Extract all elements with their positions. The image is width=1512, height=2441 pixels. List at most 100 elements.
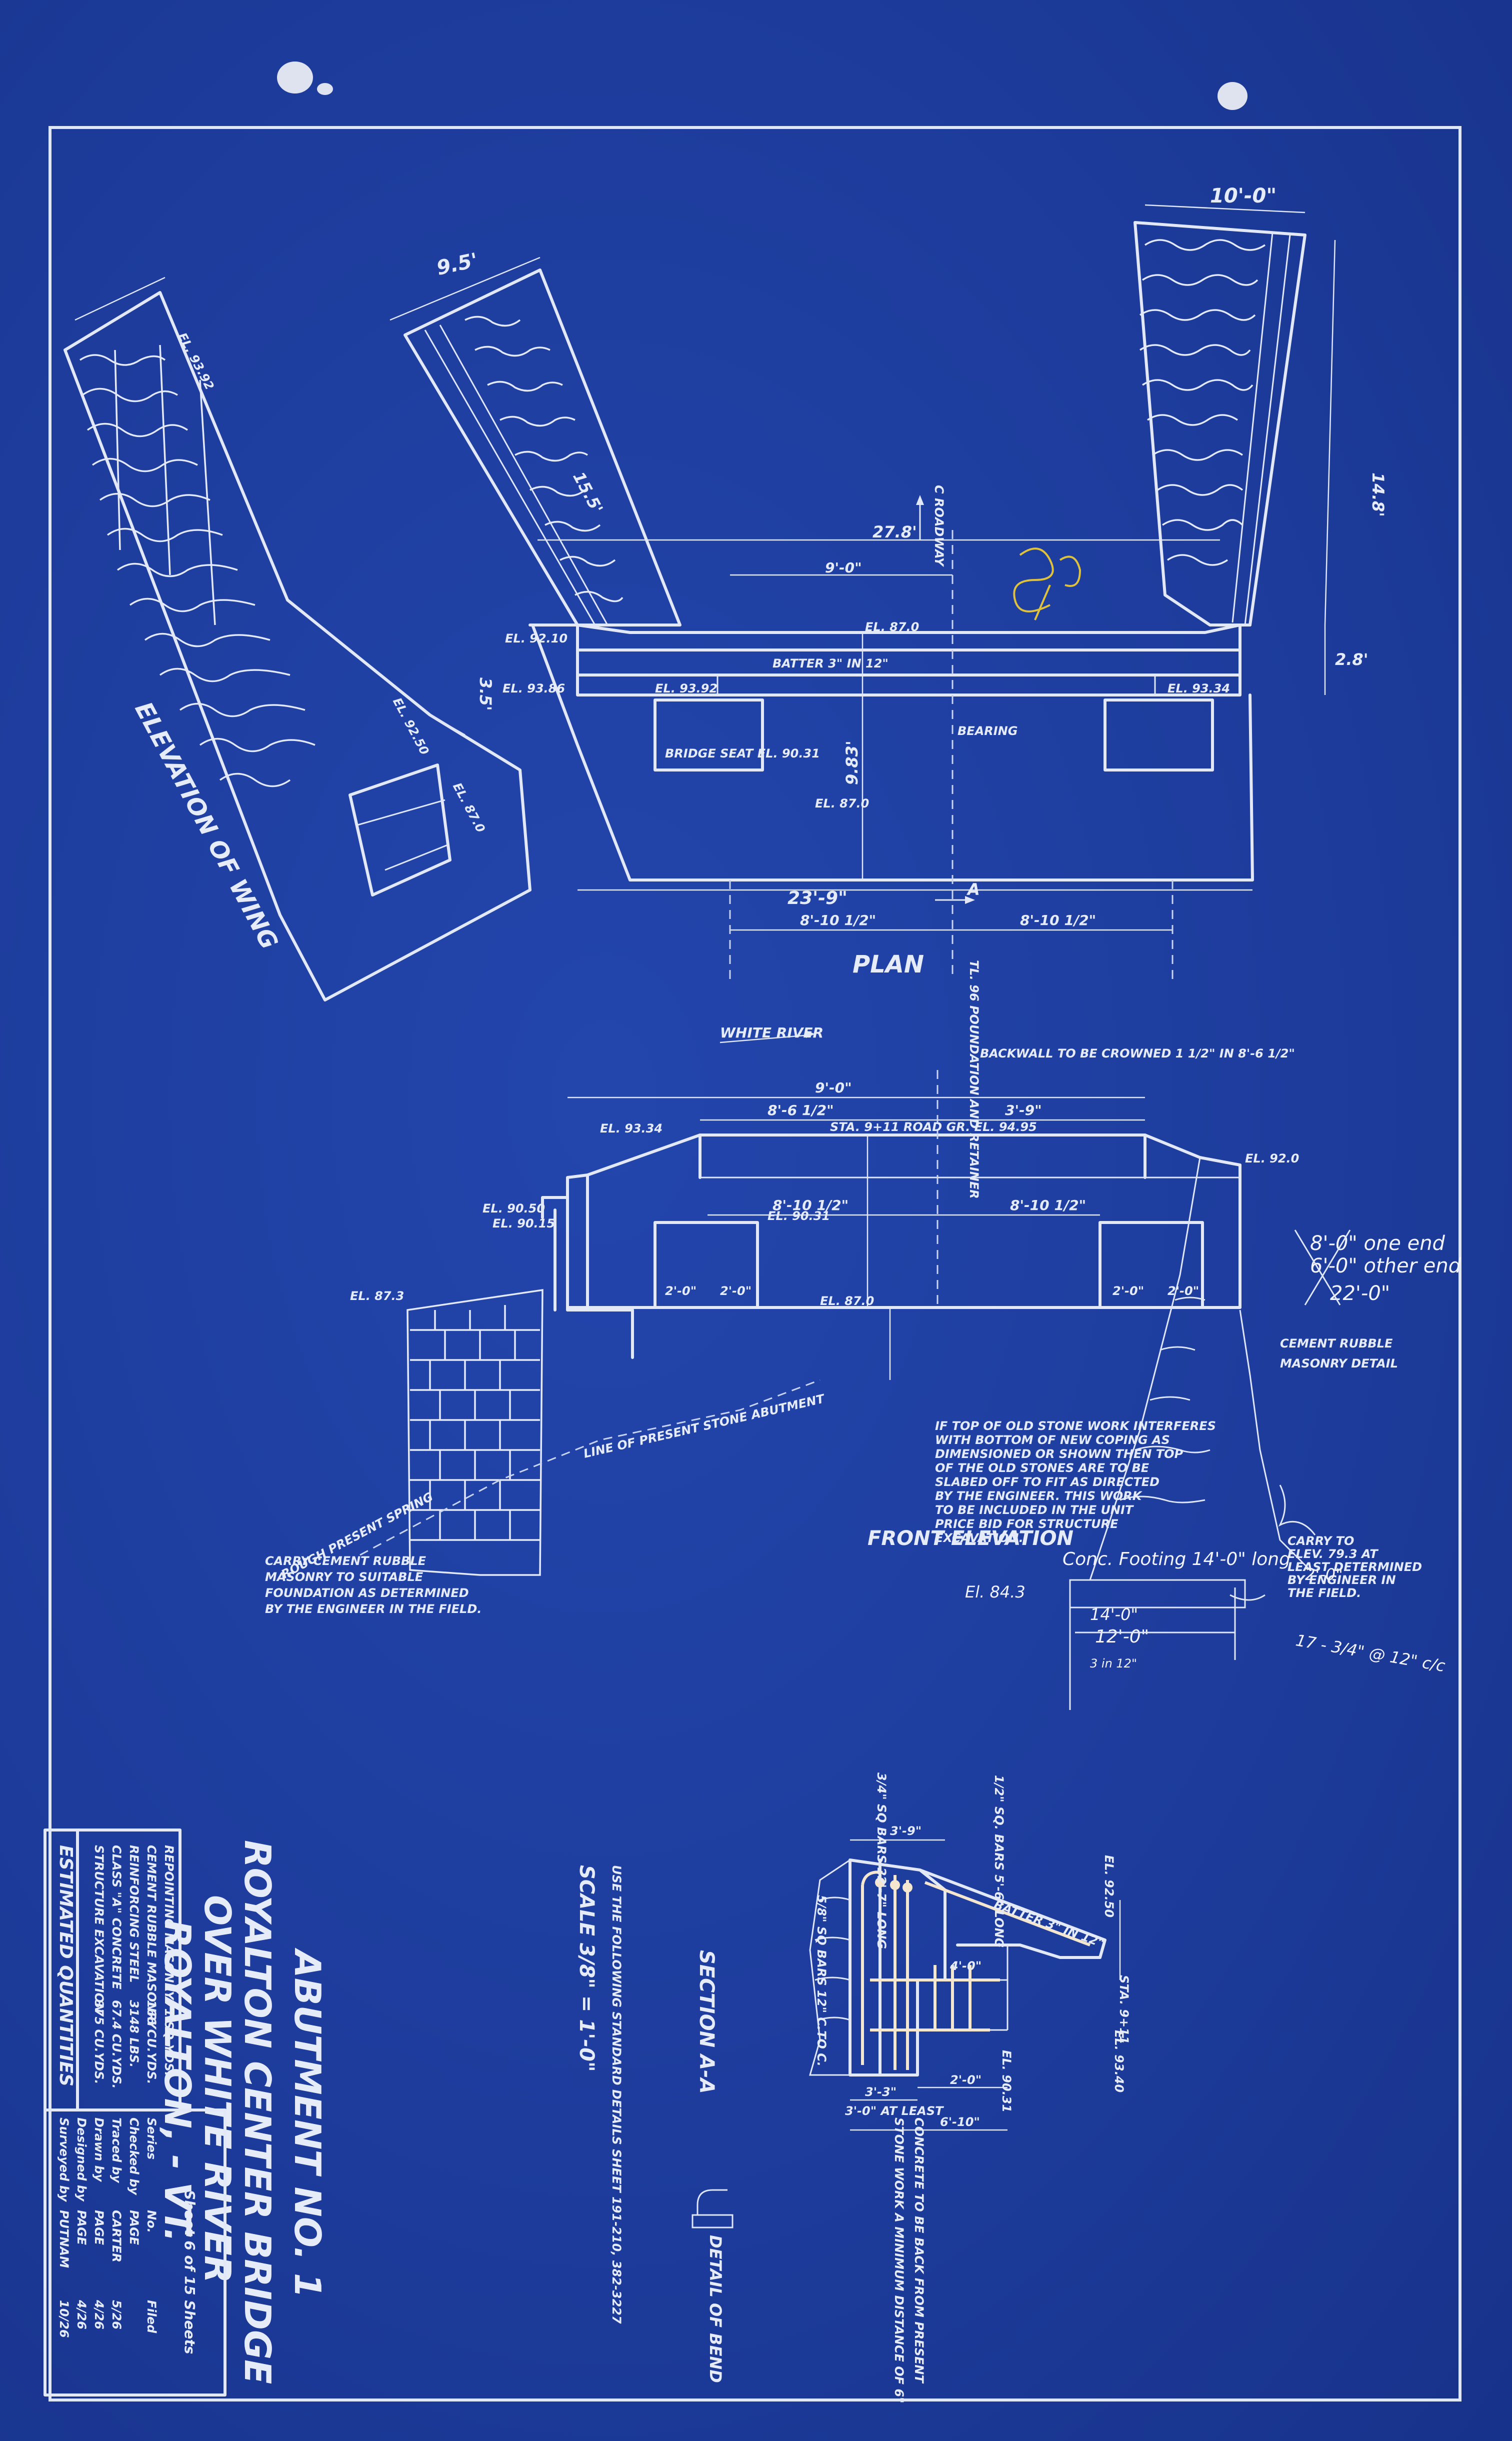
front-elevation-view: WHITE RIVER BACKWALL TO BE CROWNED 1 1/2…: [265, 1024, 1422, 1616]
tb-label: Drawn by: [92, 2118, 106, 2182]
tb-label: Designed by: [74, 2118, 88, 2202]
tb-date: 5/26: [110, 2300, 124, 2330]
plan-title: PLAN: [852, 950, 924, 978]
section-title: SECTION A-A: [695, 1950, 718, 2094]
section-dim-3-3: 3'-3": [865, 2085, 896, 2099]
section-el-90-31: EL. 90.31: [1000, 2050, 1014, 2112]
plan-dim-10-0: 10'-0": [1210, 184, 1276, 208]
plan-el-93-92: EL. 93.92: [655, 682, 718, 696]
plan-view: 23'-9" 27.8' 9'-0" 8'-10 1/2" 8'-10 1/2"…: [390, 184, 1388, 1199]
section-batter: BATTER 3" IN 12": [992, 1898, 1106, 1950]
standard-details-note: USE THE FOLLOWING STANDARD DETAILS SHEET…: [610, 1865, 624, 2324]
section-concrete-note-1: CONCRETE TO BE BACK FROM PRESENT: [912, 2118, 926, 2384]
plan-dim-9-5: 9.5': [434, 249, 480, 280]
detail-of-bend-title: DETAIL OF BEND: [706, 2235, 725, 2383]
section-dim-4: 4'-0": [950, 1959, 982, 1973]
qty-item: REINFORCING STEEL: [127, 1845, 141, 1983]
tb-label: Series: [144, 2118, 158, 2160]
title-line-4: ROYALTON, - VT.: [156, 1920, 198, 2242]
sheet-border: [48, 126, 1462, 2402]
tb-name: PUTNAM: [57, 2210, 71, 2268]
mounting-holes: [277, 62, 1248, 110]
plan-dim-8-10-right: 8'-10 1/2": [1020, 912, 1096, 928]
tb-name: PAGE: [92, 2210, 106, 2246]
qty-item: CLASS "A" CONCRETE: [110, 1845, 124, 1990]
stone-note-line: IF TOP OF OLD STONE WORK INTERFERES: [935, 1419, 1216, 1433]
section-bars-1: 3/4" SQ BARS 22'-7" LONG: [874, 1772, 888, 1949]
elev-el-90-50: EL. 90.50: [482, 1202, 545, 1216]
carry-note-2: ELEV. 79.3 AT: [1288, 1547, 1378, 1561]
elev-el-93-34: EL. 93.34: [600, 1122, 662, 1136]
title-line-1: ABUTMENT NO. 1: [286, 1948, 328, 2298]
plan-el-93-86: EL. 93.86: [502, 682, 565, 696]
qty-value: 166 CU.YDS.: [144, 2000, 158, 2084]
hw-footing: Conc. Footing 14'-0" long: [1062, 1549, 1290, 1570]
elev-el-87-3: EL. 87.3: [350, 1289, 404, 1303]
carry-note-3: LEAST DETERMINED: [1288, 1560, 1422, 1574]
elev-el-90-15: EL. 90.15: [492, 1216, 555, 1230]
carry-note-1: CARRY TO: [1288, 1534, 1354, 1548]
rebar: [861, 1870, 1091, 2070]
plan-roadway-cl: C ROADWAY: [932, 485, 946, 568]
wing-elevation-title: ELEVATION OF WING: [129, 698, 283, 954]
stone-note-line: TO BE INCLUDED IN THE UNIT: [935, 1503, 1134, 1517]
stone-note-line: DIMENSIONED OR SHOWN THEN TOP: [935, 1447, 1184, 1461]
tb-date: 10/26: [57, 2300, 71, 2338]
stone-note-line: EXCAVATION.: [935, 1531, 1024, 1545]
section-dim-2-0: 2'-0": [950, 2073, 982, 2087]
plan-dim-9-0: 9'-0": [825, 560, 862, 576]
plan-el-87-b: EL. 87.0: [865, 620, 919, 634]
elev-el-92-0: EL. 92.0: [1245, 1152, 1299, 1166]
elev-dim-3-9: 3'-9": [1005, 1102, 1042, 1118]
tb-name: CARTER: [110, 2210, 124, 2262]
present-stone-line: LINE OF PRESENT STONE ABUTMENT: [582, 1392, 826, 1461]
wing-el-87: EL. 87.0: [450, 780, 488, 835]
section-el-92-50: EL. 92.50: [1102, 1855, 1116, 1918]
wing-el-92-50: EL. 92.50: [390, 696, 432, 758]
hw-22-0: 22'-0": [1330, 1282, 1390, 1305]
plan-dim-3-5: 3.5': [476, 678, 495, 710]
elev-el-87-0: EL. 87.0: [820, 1294, 874, 1308]
qty-item: CEMENT RUBBLE MASONRY: [144, 1845, 158, 2030]
plan-el-87-a: EL. 87.0: [815, 796, 869, 810]
hw-6-0: 6'-0" other end: [1310, 1254, 1462, 1278]
carry-note-5: THE FIELD.: [1288, 1586, 1361, 1600]
stone-note-line: SLABED OFF TO FIT AS DIRECTED: [935, 1475, 1160, 1489]
elev-dim-8-10-b: 8'-10 1/2": [1010, 1197, 1086, 1214]
hw-3-in-12: 3 in 12": [1090, 1656, 1137, 1670]
hw-8-0: 8'-0" one end: [1310, 1232, 1446, 1255]
qty-value: 67.4 CU.YDS.: [110, 2000, 124, 2089]
elev-dim-9-0: 9'-0": [815, 1080, 852, 1096]
rubble-note-4: BY THE ENGINEER IN THE FIELD.: [265, 1602, 482, 1616]
plan-dim-9-83: 9.83': [842, 740, 862, 785]
scale-note: SCALE 3/8" = 1'-0": [575, 1865, 598, 2072]
qty-value: 71 SQ.YDS.: [162, 2000, 176, 2076]
tb-name: PAGE: [127, 2210, 141, 2246]
white-river-label: WHITE RIVER: [720, 1024, 824, 1041]
section-aa-view: BATTER 3" IN 12" STA. 9+11 EL. 93.40 EL.…: [695, 1772, 1131, 2404]
front-elevation-title: FRONT ELEVATION: [868, 1527, 1074, 1550]
elev-el-90-31: EL. 90.31: [768, 1209, 830, 1223]
rubble-note-3: FOUNDATION AS DETERMINED: [265, 1586, 469, 1600]
title-line-2: ROYALTON CENTER BRIDGE: [236, 1840, 278, 2384]
tb-date: 4/26: [92, 2300, 106, 2330]
stone-note-line: BY THE ENGINEER. THIS WORK: [935, 1489, 1143, 1503]
qty-item: STRUCTURE EXCAVATION: [92, 1845, 106, 2013]
title-block: Surveyed by PUTNAM 10/26 Designed by PAG…: [44, 2108, 226, 2396]
stone-note: IF TOP OF OLD STONE WORK INTERFERES WITH…: [935, 1419, 1216, 1545]
sheet-title: ABUTMENT NO. 1 ROYALTON CENTER BRIDGE OV…: [156, 1840, 328, 2384]
elev-dim-8-10-a: 8'-10 1/2": [772, 1197, 848, 1214]
tb-name: No.: [144, 2210, 158, 2233]
plan-roadway-note: TL. 96 POUNDATION AND RETAINER: [967, 960, 981, 1199]
plan-dim-14-8: 14.8': [1368, 472, 1388, 517]
elev-dim-2-0-c: 2'-0": [1112, 1284, 1144, 1298]
cement-rubble-2: MASONRY DETAIL: [1280, 1356, 1398, 1370]
estimated-quantities: ESTIMATED QUANTITIES STRUCTURE EXCAVATIO…: [44, 1828, 182, 2112]
handwritten-annotations: 8'-0" one end 6'-0" other end 22'-0" Con…: [965, 1230, 1462, 1710]
section-dim-3-9: 3'-9": [890, 1824, 922, 1838]
elev-dim-8-6: 8'-6 1/2": [768, 1102, 834, 1118]
tb-label: Traced by: [110, 2118, 124, 2184]
plan-arrow-a: A: [966, 880, 980, 899]
